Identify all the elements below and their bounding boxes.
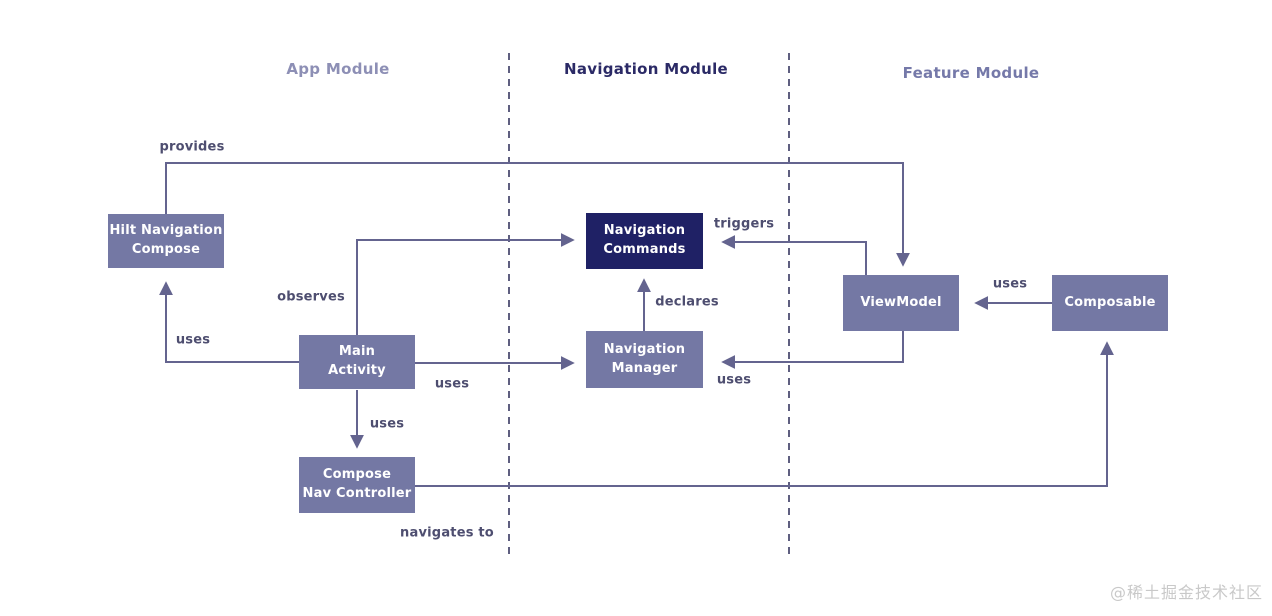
edge-label-triggers: triggers xyxy=(713,216,775,232)
edge-label-uses-controller: uses xyxy=(369,416,405,432)
node-navigation-commands: Navigation Commands xyxy=(586,213,703,269)
edge-label-uses-manager: uses xyxy=(434,376,470,392)
edge-label-provides: provides xyxy=(159,139,225,155)
edge-triggers xyxy=(721,235,867,275)
edge-label-uses-composable: uses xyxy=(992,276,1028,292)
node-hilt-navigation-compose: Hilt Navigation Compose xyxy=(108,214,224,268)
node-composable: Composable xyxy=(1052,275,1168,331)
edge-provides xyxy=(165,162,910,267)
edge-label-navigates-to: navigates to xyxy=(400,525,494,541)
module-label-navigation: Navigation Module xyxy=(563,60,729,78)
edge-navigates-to xyxy=(415,341,1114,487)
edge-label-uses-hilt: uses xyxy=(175,332,211,348)
node-navigation-manager: Navigation Manager xyxy=(586,331,703,388)
edge-uses-viewmodel xyxy=(721,331,904,369)
edge-label-observes: observes xyxy=(277,289,345,305)
module-label-feature: Feature Module xyxy=(902,64,1040,82)
watermark: @稀土掘金技术社区 xyxy=(1109,583,1263,602)
edge-label-uses-viewmodel: uses xyxy=(716,372,752,388)
module-label-app: App Module xyxy=(286,60,390,78)
edge-label-declares: declares xyxy=(655,294,719,310)
edge-uses-hilt xyxy=(159,281,299,363)
edge-observes xyxy=(356,233,575,335)
node-compose-nav-controller: Compose Nav Controller xyxy=(299,457,415,513)
node-main-activity: Main Activity xyxy=(299,335,415,389)
node-viewmodel: ViewModel xyxy=(843,275,959,331)
